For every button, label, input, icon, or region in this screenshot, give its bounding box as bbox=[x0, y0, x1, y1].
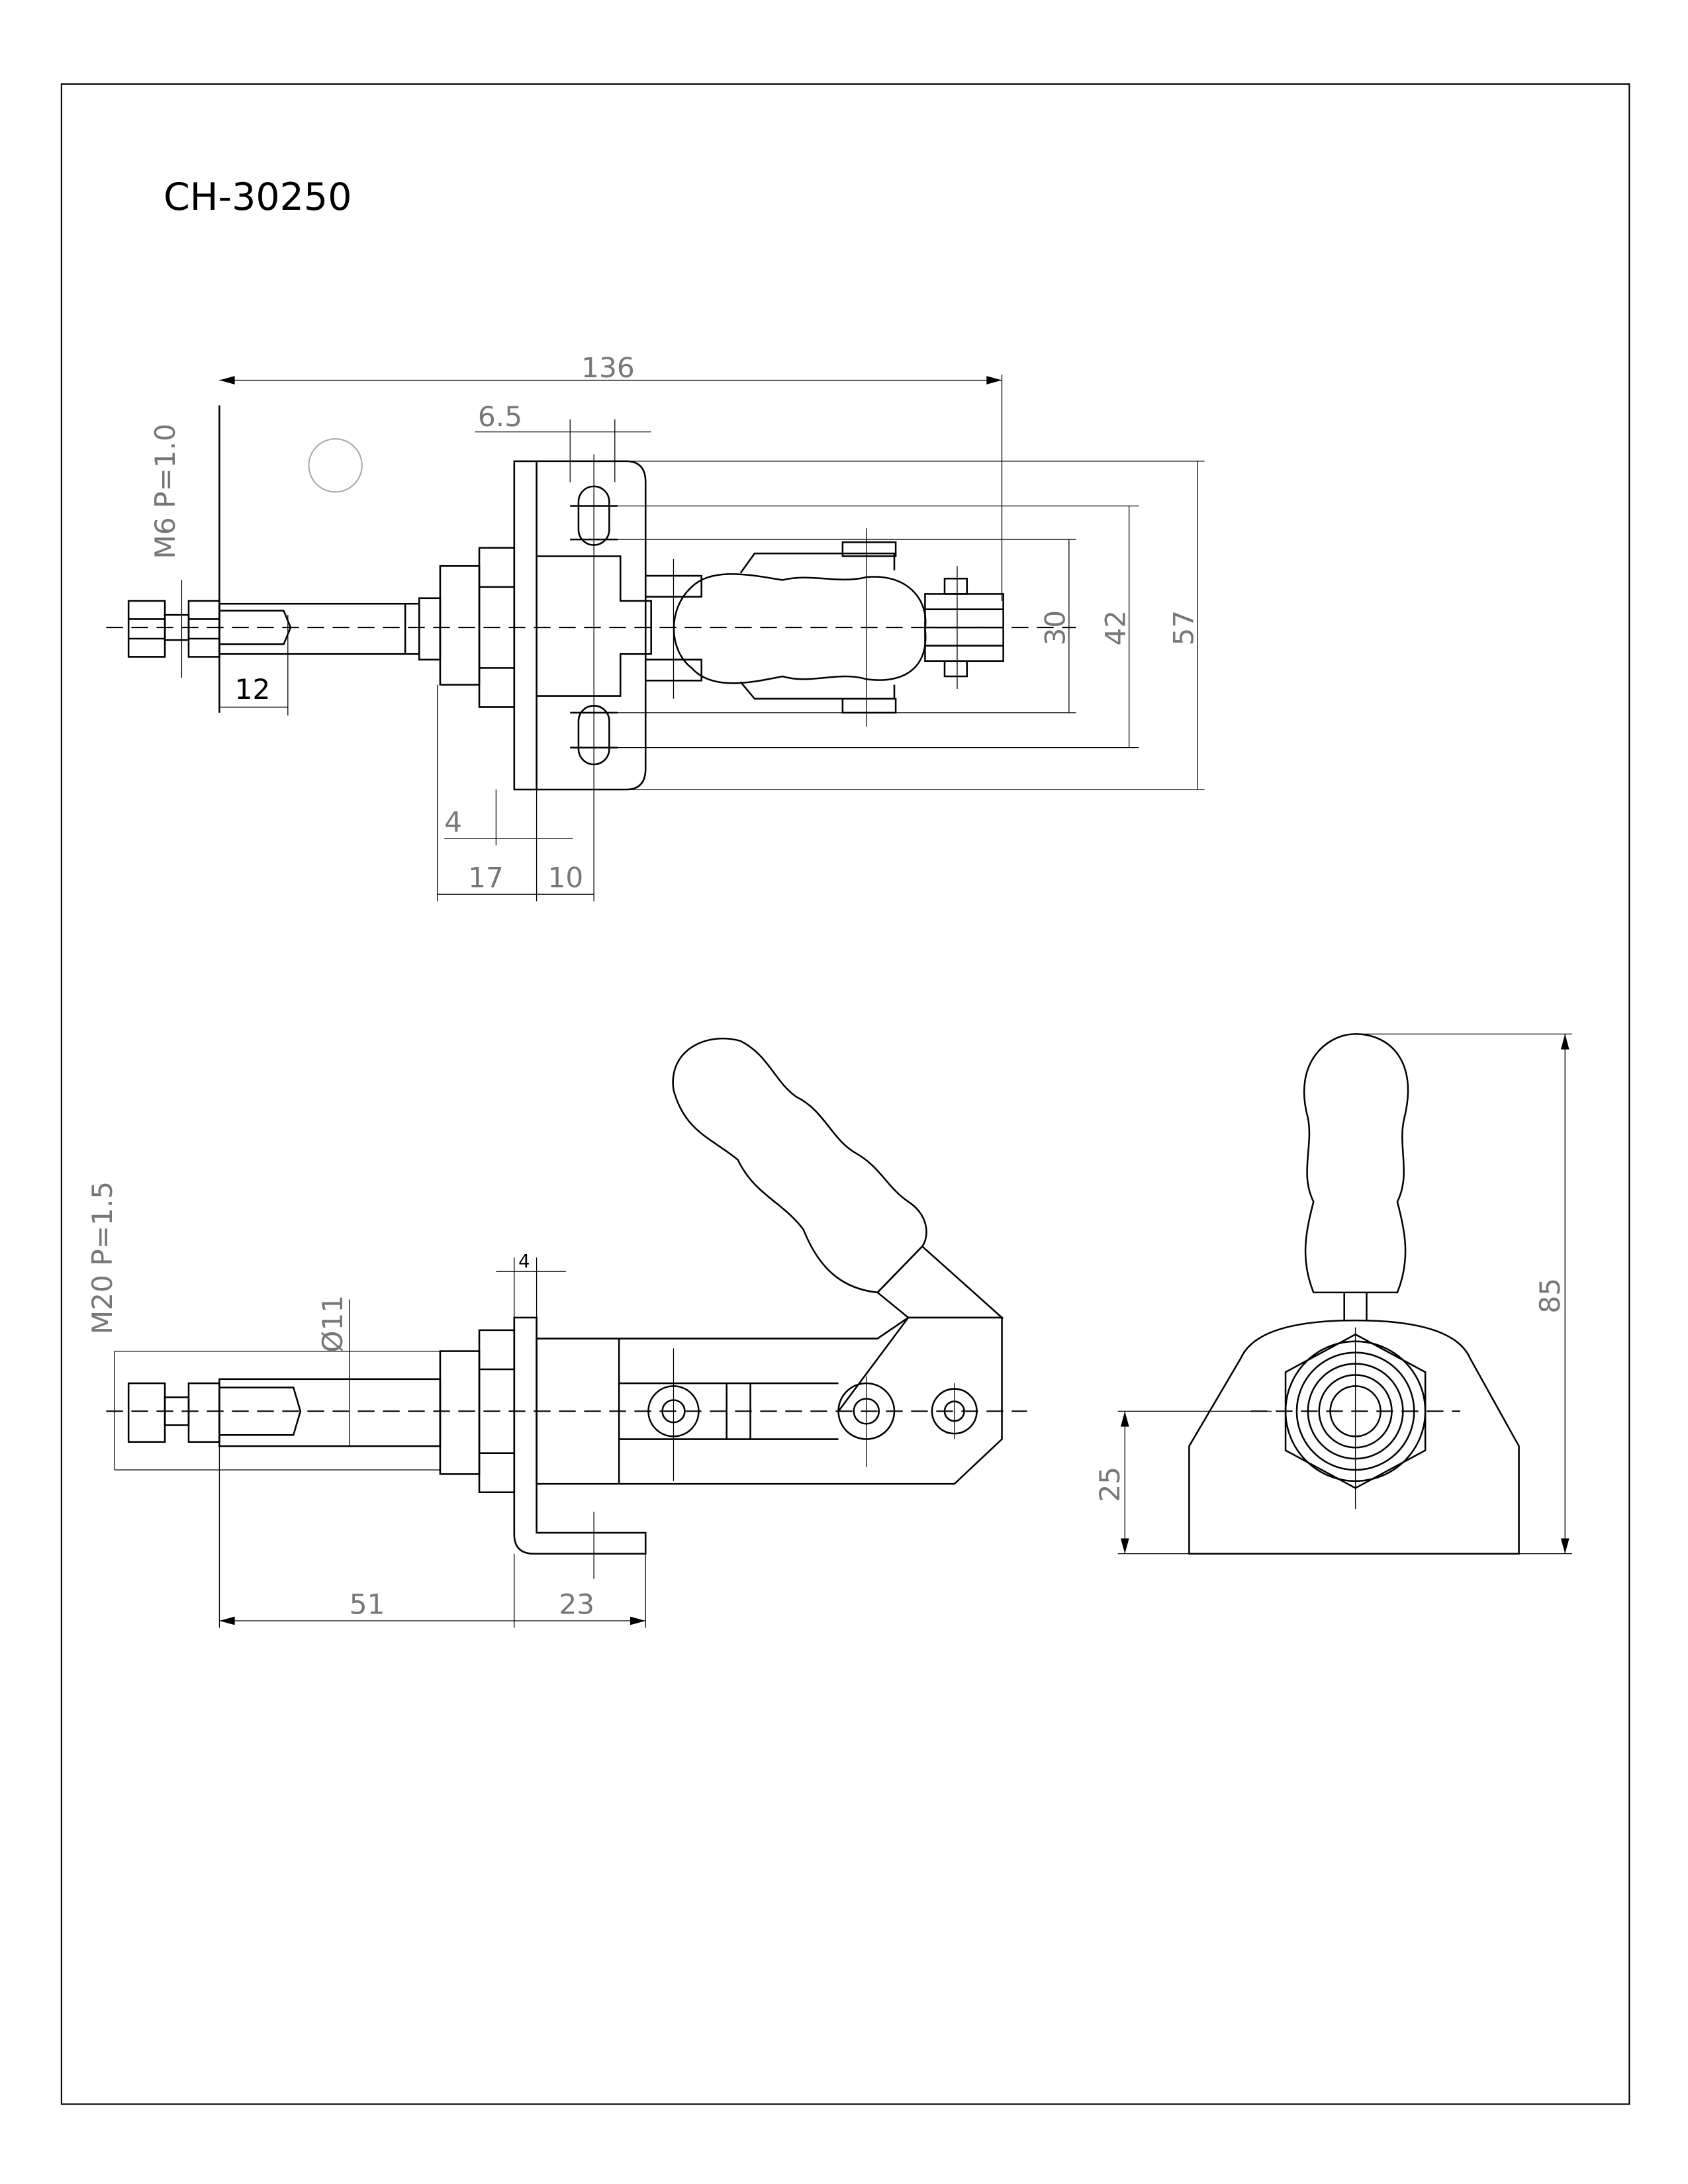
dim-rod-diameter: Ø11 bbox=[316, 1295, 349, 1353]
dim-thread-length: 12 bbox=[235, 673, 271, 705]
dim-plate-thickness-top: 4 bbox=[444, 805, 462, 838]
dim-height-slots: 42 bbox=[1099, 610, 1131, 646]
dim-plate-to-slot: 10 bbox=[547, 862, 583, 894]
dim-thread-spec-side: M20 P=1.5 bbox=[86, 1181, 118, 1334]
dim-slot-offset: 6.5 bbox=[478, 400, 522, 433]
dim-center-height: 25 bbox=[1094, 1467, 1126, 1502]
reference-circle bbox=[308, 438, 363, 493]
handle-grip-side bbox=[672, 1038, 927, 1294]
dim-height-overall: 57 bbox=[1168, 610, 1200, 646]
mounting-bracket bbox=[513, 1316, 647, 1555]
dim-overall-height: 85 bbox=[1534, 1278, 1566, 1314]
handle-grip-top bbox=[673, 573, 927, 684]
top-view: 136 6.5 M6 P=1.0 12 4 17 10 30 42 57 bbox=[106, 351, 1205, 901]
drawing-frame bbox=[60, 83, 1630, 2105]
part-number-title: CH-30250 bbox=[164, 175, 352, 219]
handle-grip-end bbox=[1303, 1033, 1409, 1294]
end-view: 85 25 bbox=[1094, 1033, 1572, 1555]
dim-overall-length: 136 bbox=[581, 351, 635, 384]
side-view: 4 M20 P=1.5 Ø11 51 23 bbox=[86, 1038, 1027, 1628]
dim-plate-thickness-side: 4 bbox=[518, 1251, 530, 1272]
dim-thread-spec-top: M6 P=1.0 bbox=[149, 424, 181, 559]
dim-stroke-length: 51 bbox=[350, 1588, 385, 1620]
dim-foot-length: 23 bbox=[559, 1588, 594, 1620]
dim-height-inner: 30 bbox=[1039, 610, 1072, 646]
dim-nut-to-plate: 17 bbox=[468, 862, 504, 894]
